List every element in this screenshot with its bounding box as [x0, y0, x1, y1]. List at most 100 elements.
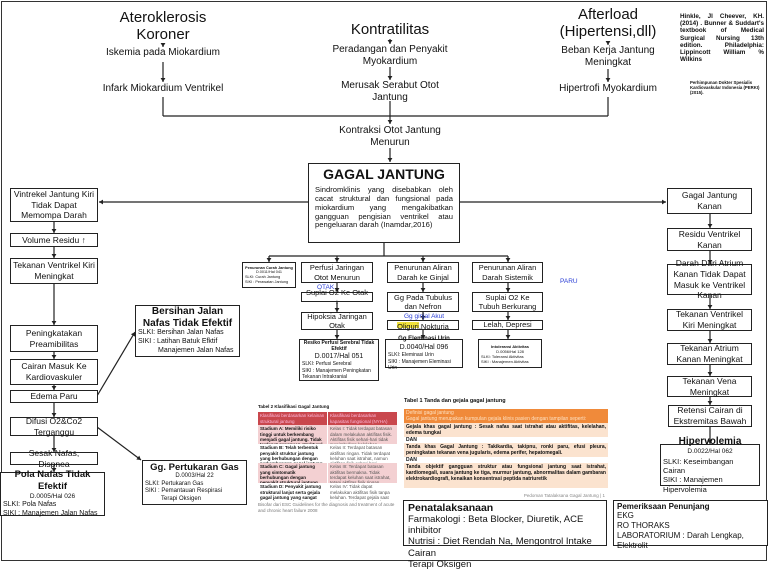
- penunjang-thoraks: RO THORAKS: [617, 521, 670, 530]
- node-left-7: Sesak Nafas, Dispnea: [10, 448, 98, 469]
- table-cell: Kelas II: Terdapat batasan aktifitas rin…: [328, 444, 398, 464]
- arrowhead-icon: [662, 199, 666, 205]
- diagnosis-perfusi-serebral: Resiko Perfusi Serebral Tidak Efektif D.…: [299, 339, 379, 381]
- node-kontraksi-menurun: Kontraksi Otot Jantung Menurun: [339, 125, 441, 148]
- diagnosis-siki: SIKI : Manajemen Eleminasi Urin: [388, 358, 451, 371]
- diagnosis-pola-nafas: Pola Nafas Tidak Efektif D.0005/Hal 026 …: [0, 469, 105, 517]
- diagnosis-title: Bersihan Jalan Nafas Tidak Efektif: [142, 306, 233, 329]
- table-row: Stadium A: Memiliki risiko tinggi untuk …: [258, 425, 398, 445]
- arrowhead-icon: [334, 258, 340, 262]
- penatalaksanaan-box: Penatalaksanaan Farmakologi : Beta Block…: [403, 500, 607, 570]
- note-otak: OTAK: [317, 284, 335, 291]
- arrowhead-icon: [707, 224, 713, 228]
- diagnosis-siki: SIKI : Latihan Batuk Efktif: [138, 338, 218, 346]
- diagnosis-siki-2: Manajemen Jalan Nafas: [158, 346, 234, 354]
- diagnosis-siki-2: Terapi Oksigen: [161, 495, 202, 502]
- node-right-6: Retensi Cairan di Ekstremitas Bawah: [668, 405, 752, 427]
- node-ginjal-2: Gg Pada Tubulus dan Nefron: [387, 292, 459, 312]
- arrowhead-icon: [160, 43, 166, 47]
- note-paru: PARU: [560, 278, 578, 285]
- table-title: Tabel 2 Klasifikasi Gagal Jantung: [258, 404, 330, 409]
- arrowhead-icon: [266, 258, 272, 262]
- reference-2: Perhimpunan Dokter Spesialis Kardiovasku…: [690, 80, 760, 96]
- table-header-line: Gagal jantung merupakan kumpulan gejala …: [406, 415, 587, 422]
- diagnosis-code: D.0040/Hal 096: [399, 343, 449, 351]
- node-sistemik-3: Lelah, Depresi: [472, 320, 543, 330]
- diagnosis-slki: SLKI: Pertukaran Gas: [145, 480, 204, 487]
- diagnosis-slki: SLKI: Curah Jantung: [245, 275, 281, 279]
- arrowhead-icon: [707, 440, 713, 444]
- node-infark: Infark Miokardium Ventrikel: [102, 83, 224, 94]
- node-perfusi-2: Suplai O2 Ke Otak ↓: [301, 288, 373, 306]
- connector-line: [96, 331, 136, 397]
- arrowhead-icon: [387, 120, 393, 124]
- table-row: Stadium B: Telah terbentuk penyakit stru…: [258, 444, 398, 464]
- arrowhead-icon: [99, 199, 103, 205]
- arrowhead-icon: [51, 229, 57, 233]
- node-sistemik-2: Suplai O2 Ke Tubuh Berkurang: [472, 292, 543, 312]
- arrowhead-icon: [51, 448, 57, 452]
- penatalaksanaan-title: Penatalaksanaan: [408, 502, 494, 514]
- diagnosis-code: D.0011/Hal 041: [255, 270, 283, 275]
- arrowhead-icon: [334, 288, 340, 292]
- cause-kontraktilitas: Kontratilitas: [350, 21, 430, 38]
- oliguri-highlight: Oliguri: [397, 322, 419, 331]
- arrowhead-icon: [387, 40, 393, 44]
- diagnosis-title: Resiko Perfusi Serebral Tidak Efektif: [303, 340, 375, 353]
- diagnosis-slki: SLKI: Toleransi Aktivitas: [481, 353, 524, 359]
- diagnosis-slki: SLKI: Eleminasi Urin: [388, 352, 434, 359]
- penatalaksanaan-farmakologi: Farmakologi : Beta Blocker, Diuretik, AC…: [408, 513, 584, 536]
- table-cell: Stadium D: Penyakit jantung struktural l…: [258, 483, 328, 502]
- arrowhead-icon: [51, 468, 57, 472]
- diagnosis-title: Intoleransi Aktivitas: [491, 343, 529, 349]
- diagnosis-siki: SIKI : Pemantauan Respirasi: [145, 488, 223, 495]
- arrowhead-icon: [130, 332, 136, 337]
- arrowhead-icon: [707, 401, 713, 405]
- diagnosis-code: D.0056/Hal 128: [496, 348, 524, 354]
- node-right-5: Tekanan Vena Meningkat: [667, 376, 752, 397]
- table-cell: Kelas IV: Tidak dapat melakukan aktifita…: [328, 483, 398, 502]
- node-iskemia: Iskemia pada Miokardium: [106, 47, 220, 58]
- node-beban-kerja: Beban Kerja Jantung Meningkat: [561, 45, 655, 68]
- table-row-dan: DAN: [406, 456, 417, 463]
- node-left-0: Vintrekel Jantung Kiri Tidak Dapat Memom…: [10, 188, 98, 222]
- page-footer: Pedoman Tatalaksana Gagal Jantung | 1: [523, 493, 605, 498]
- node-merusak-serabut: Merusak Serabut Otot Jantung: [341, 80, 439, 103]
- arrowhead-icon: [51, 254, 57, 258]
- arrowhead-icon: [420, 316, 426, 320]
- diagnosis-title: Pola Nafas Tidak Efektif: [14, 469, 91, 493]
- reference-1: Hinkle, Jl Cheever, KH. (2014) . Bunner …: [680, 13, 764, 64]
- diagnosis-siki: SIKI : Manajemen Aktivitas: [481, 358, 529, 364]
- node-left-6: Difusi O2&Co2 Terganggu: [10, 416, 98, 437]
- nokturia-text: ,Nokturia: [418, 322, 449, 331]
- table-row: Stadium C: Gagal jantung yang simtomatik…: [258, 463, 398, 484]
- table-cell: Stadium C: Gagal jantung yang simtomatik…: [258, 463, 328, 484]
- diagnosis-pertukaran-gas: Gg. Pertukaran Gas D.0003/Hal 22 SLKI: P…: [142, 460, 247, 505]
- node-sistemik-1: Penurunan Aliran Darah Sistemik: [472, 262, 543, 283]
- arrowhead-icon: [51, 413, 57, 417]
- diagnosis-code: D.0005/Hal 026: [29, 493, 76, 501]
- node-hipertrofi: Hipertrofi Myokardium: [559, 83, 657, 94]
- arrowhead-icon: [51, 321, 57, 325]
- diagnosis-title: Penurunan Curah Jantung: [245, 265, 293, 270]
- arrowhead-icon: [420, 258, 426, 262]
- penatalaksanaan-nutrisi: Nutrisi : Diet Rendah Na, Mengontrol Int…: [408, 536, 592, 559]
- node-right-3: Tekanan Ventrikel Kiri Meningkat: [667, 309, 752, 331]
- arrowhead-icon: [420, 335, 426, 339]
- node-perfusi-1: Perfusi Jaringan Otot Menurun: [301, 262, 373, 283]
- arrowhead-icon: [505, 316, 511, 320]
- diagnosis-slki: SLKI: Bersihan Jalan Nafas: [138, 329, 224, 337]
- diagnosis-siki: SIKI : Manajemen Jalan Nafas: [3, 509, 98, 517]
- arrowhead-icon: [51, 355, 57, 359]
- node-ginjal-3: Oliguri,Nokturia: [387, 320, 459, 331]
- arrowhead-icon: [420, 288, 426, 292]
- arrowhead-icon: [707, 260, 713, 264]
- connector-line: [96, 426, 142, 461]
- table-row-dan: DAN: [406, 436, 417, 443]
- node-right-0: Gagal Jantung Kanan: [667, 188, 752, 214]
- diagnosis-code: D.0003/Hal 22: [175, 473, 214, 480]
- arrowhead-icon: [160, 78, 166, 82]
- diagnosis-curah-jantung: Penurunan Curah Jantung D.0011/Hal 041 S…: [242, 262, 296, 288]
- diagnosis-title: Gg Eleminasi Urin: [398, 336, 450, 342]
- arrowhead-icon: [605, 78, 611, 82]
